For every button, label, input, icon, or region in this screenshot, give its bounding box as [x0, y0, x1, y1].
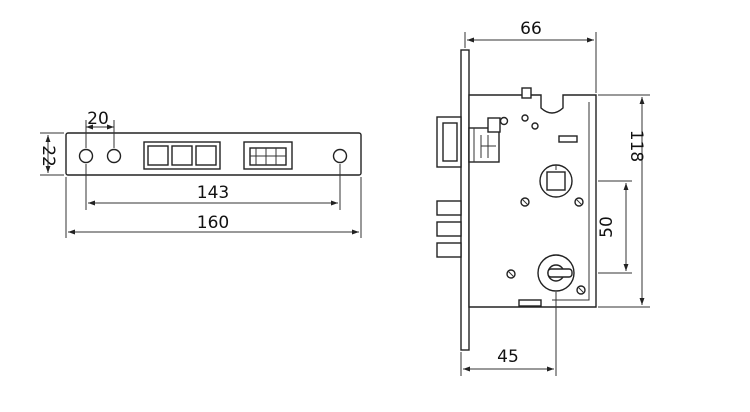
dim-faceplate-height: 22	[38, 132, 64, 176]
side-faceplate	[460, 49, 470, 351]
dim-label-22: 22	[38, 145, 58, 167]
faceplate-hole-2	[106, 148, 122, 164]
dim-body-height: 118	[598, 94, 650, 308]
dim-label-20: 20	[87, 109, 109, 129]
deadbolt-tongues	[436, 200, 462, 258]
dim-label-143: 143	[197, 183, 229, 203]
dim-screw-center: 143	[85, 164, 341, 210]
faceplate-view: 22 20 143 160	[38, 109, 362, 238]
faceplate-latch-slots	[143, 141, 221, 170]
dim-backset: 45	[460, 292, 557, 376]
follower-hub	[539, 164, 573, 198]
lock-case	[468, 94, 597, 308]
dim-label-45: 45	[497, 347, 519, 367]
lock-body-view: 66 118 50 45	[436, 19, 650, 376]
dim-label-50: 50	[597, 216, 617, 238]
dim-overall-length: 160	[65, 177, 362, 238]
faceplate-screw-hole-right	[332, 148, 348, 164]
cylinder	[537, 254, 575, 292]
dim-body-width: 66	[464, 19, 597, 93]
dim-label-66: 66	[520, 19, 542, 39]
latch-assembly	[436, 87, 539, 168]
faceplate-bolt-slot	[243, 141, 293, 170]
dim-label-118: 118	[626, 130, 646, 162]
dim-label-160: 160	[197, 213, 229, 233]
bottom-tab	[518, 299, 542, 307]
case-slot	[558, 135, 578, 143]
dim-hub-to-cylinder: 50	[597, 180, 632, 274]
faceplate-screw-hole-left	[78, 148, 94, 164]
dim-hole-spacing: 20	[85, 109, 115, 148]
case-screws	[506, 197, 586, 295]
